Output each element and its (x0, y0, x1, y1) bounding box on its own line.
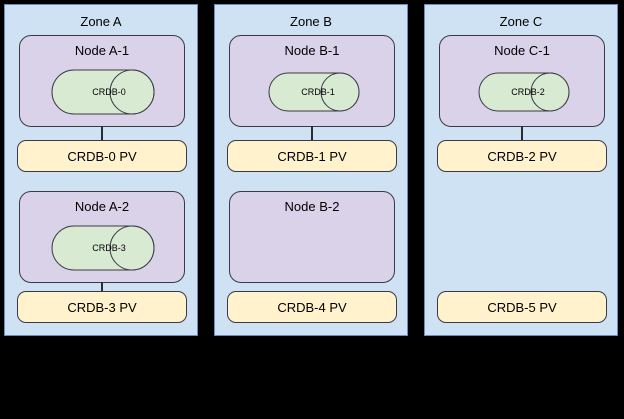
node-a-2: Node A-2 CRDB-3 (19, 191, 185, 283)
database-crdb-0: CRDB-0 (51, 69, 155, 115)
zone-c-title: Zone C (499, 14, 543, 29)
node-b-2: Node B-2 (229, 191, 395, 283)
pv-crdb-4: CRDB-4 PV (227, 291, 397, 323)
node-b-1-title: Node B-1 (284, 43, 340, 58)
zone-b: Zone B Node B-1 CRDB-1 CRDB-1 PV Node B-… (214, 4, 408, 336)
node-a-2-title: Node A-2 (74, 199, 130, 214)
connector-c-1 (521, 126, 523, 145)
connector-a-1 (101, 126, 103, 145)
zone-b-title: Zone B (290, 14, 332, 29)
database-crdb-3: CRDB-3 (51, 225, 155, 271)
node-b-2-title: Node B-2 (284, 199, 340, 214)
node-c-1: Node C-1 CRDB-2 (439, 35, 605, 127)
pv-crdb-5: CRDB-5 PV (437, 291, 607, 323)
zone-a: Zone A Node A-1 CRDB-0 CRDB-0 PV Node A-… (4, 4, 198, 336)
pv-crdb-0: CRDB-0 PV (17, 140, 187, 172)
pv-crdb-1: CRDB-1 PV (227, 140, 397, 172)
node-b-1: Node B-1 CRDB-1 (229, 35, 395, 127)
node-c-1-title: Node C-1 (494, 43, 550, 58)
node-a-1-title: Node A-1 (74, 43, 130, 58)
database-crdb-1: CRDB-1 (268, 72, 360, 112)
connector-b-1 (311, 126, 313, 145)
zone-c: Zone C Node C-1 CRDB-2 CRDB-2 PV CRDB-5 … (424, 4, 618, 336)
database-crdb-2: CRDB-2 (478, 72, 570, 112)
zone-a-title: Zone A (80, 14, 122, 29)
node-a-1: Node A-1 CRDB-0 (19, 35, 185, 127)
pv-crdb-3: CRDB-3 PV (17, 291, 187, 323)
pv-crdb-2: CRDB-2 PV (437, 140, 607, 172)
